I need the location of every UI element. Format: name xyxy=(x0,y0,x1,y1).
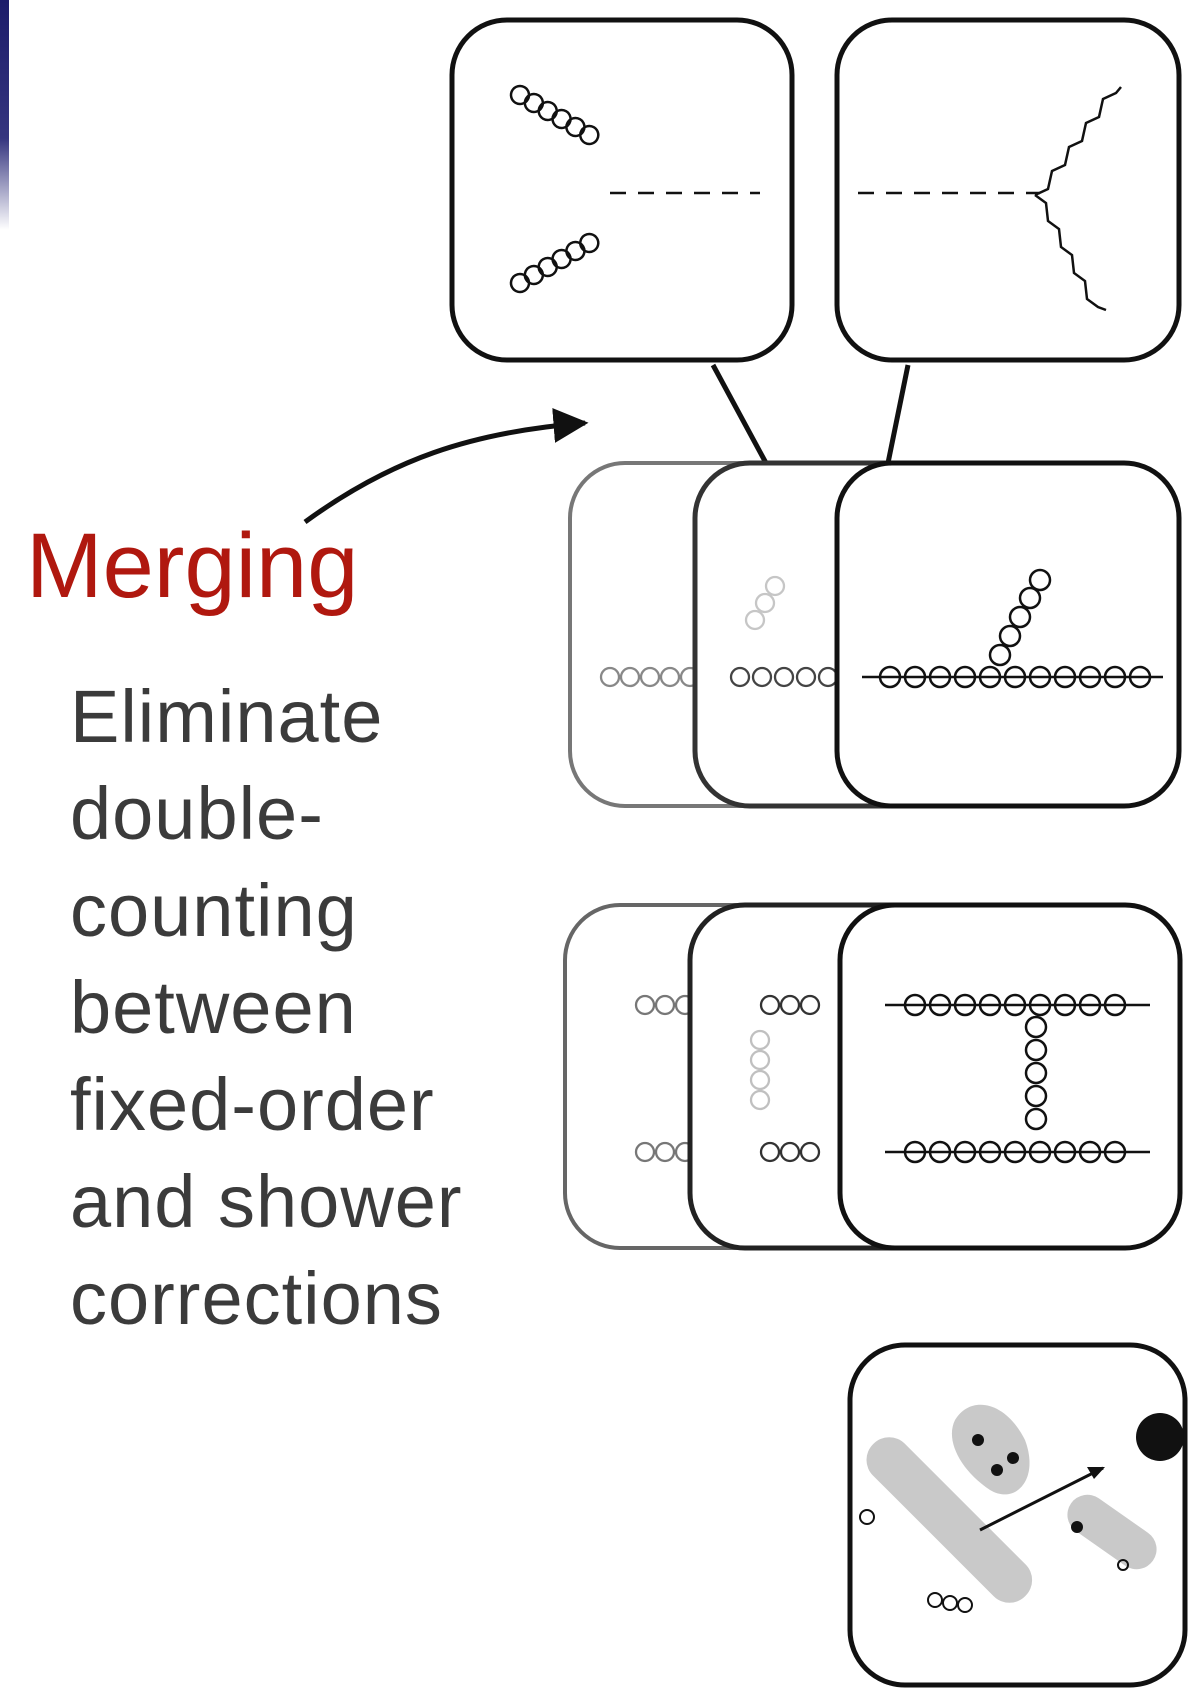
description-line: corrections xyxy=(70,1257,443,1340)
hadronization-icon xyxy=(847,1342,1188,1688)
connector-left xyxy=(710,363,769,465)
description-line: Eliminate xyxy=(70,675,384,758)
description-line: and shower xyxy=(70,1160,463,1243)
merging-arrow-icon xyxy=(303,408,589,525)
boson-decay-vertex-icon xyxy=(834,17,1182,363)
gluon-emission-icon xyxy=(834,460,1182,809)
gluon-exchange-icon xyxy=(837,902,1183,1251)
description-line: counting xyxy=(70,869,358,952)
connector-right xyxy=(885,364,911,464)
description-line: between xyxy=(70,966,357,1049)
gluon-fusion-vertex-icon xyxy=(449,17,795,363)
description-line: fixed-order xyxy=(70,1063,435,1146)
description-line: double- xyxy=(70,772,324,855)
merging-description: Eliminate double- counting between fixed… xyxy=(70,668,463,1347)
merging-heading: Merging xyxy=(26,515,359,617)
slide-edge-bar xyxy=(0,0,9,230)
